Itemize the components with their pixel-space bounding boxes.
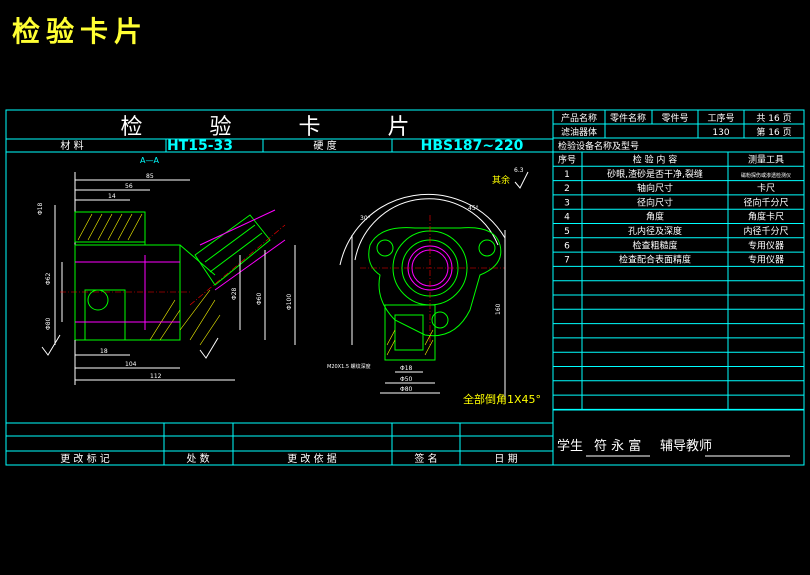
dim-top-56: 56: [125, 183, 133, 190]
dim-end-160: 160: [495, 303, 502, 315]
hardness-value: HBS187~220: [421, 138, 524, 154]
chamfer-note: 全部倒角1X45°: [463, 392, 541, 406]
table-cell: 5: [564, 227, 570, 237]
process-no-label: 工序号: [707, 112, 734, 124]
table-header-1: 检 验 内 容: [633, 154, 678, 166]
angle-45: 45°: [468, 205, 479, 212]
dim-left-phi80: Φ80: [45, 317, 52, 330]
hardness-label: 硬 度: [313, 139, 336, 152]
table-cell: 轴向尺寸: [637, 182, 673, 194]
dim-bottom-18: 18: [100, 348, 108, 355]
dim-bottom-104: 104: [125, 361, 137, 368]
table-cell: 角度: [646, 211, 664, 223]
footer-label-change: 更 改 标 记: [60, 452, 110, 465]
card-frame: [5, 109, 805, 466]
roughness-value: 6.3: [514, 167, 524, 174]
table-cell: 卡尺: [757, 182, 775, 194]
part-name-label: 零件名称: [610, 112, 646, 124]
dim-left-phi18: Φ18: [37, 202, 44, 215]
table-cell: 专用仪器: [748, 254, 784, 266]
table-header-2: 测量工具: [748, 155, 784, 166]
part-no-label: 零件号: [661, 112, 688, 124]
page-title: 检验卡片: [12, 15, 149, 48]
end-view: 其余 6.3 45° 30°: [327, 167, 541, 406]
student-label: 学生: [557, 438, 583, 454]
table-cell: 3: [564, 198, 570, 208]
footer-label-basis: 更 改 依 据: [287, 452, 337, 465]
material-label: 材 料: [60, 139, 83, 152]
advisor-label: 辅导教师: [660, 438, 712, 454]
dim-end-phi50: Φ50: [400, 376, 413, 383]
card-heading: 检 验 卡 片: [121, 115, 440, 140]
table-cell: 内径千分尺: [743, 225, 788, 237]
table-cell: 孔内径及深度: [628, 225, 682, 237]
dim-end-phi80: Φ80: [400, 386, 413, 393]
footer-label-count: 处 数: [186, 452, 209, 465]
dim-top-14: 14: [108, 193, 116, 200]
angle-30: 30°: [360, 215, 371, 222]
table-cell: 4: [564, 213, 570, 223]
table-cell: 1: [564, 170, 570, 180]
material-value: HT15-33: [167, 138, 233, 154]
remaining-label: 其余: [492, 174, 510, 186]
table-cell: 7: [564, 256, 570, 266]
table-cell: 检查配合表面精度: [619, 254, 691, 266]
table-cell: 径向尺寸: [637, 196, 673, 208]
total-pages: 共 16 页: [756, 113, 791, 124]
page-no: 第 16 页: [756, 126, 791, 138]
table-cell: 径向千分尺: [743, 196, 788, 208]
table-header-0: 序号: [558, 154, 576, 166]
dim-top-85: 85: [146, 173, 154, 180]
footer-label-date: 日 期: [494, 453, 517, 465]
table-cell: 6: [564, 241, 570, 251]
dim-end-phi18: Φ18: [400, 365, 413, 372]
section-label: A—A: [140, 156, 159, 165]
product-name-label: 产品名称: [561, 112, 597, 124]
table-cell: 专用仪器: [748, 239, 784, 251]
dim-left-phi62: Φ62: [45, 272, 52, 285]
table-cell: 检查粗糙度: [632, 239, 677, 251]
dim-right-phi28: Φ28: [231, 287, 238, 300]
thread-note: M20X1.5 螺纹深度: [327, 363, 371, 370]
dim-right-phi100: Φ100: [286, 294, 293, 310]
part-name-value: 滤油器体: [561, 126, 597, 138]
dim-bottom-112: 112: [150, 373, 162, 380]
table-cell: 磁粉探伤或渗透检测仪: [741, 172, 791, 179]
student-name: 符 永 富: [594, 438, 641, 454]
dim-right-phi60: Φ60: [256, 292, 263, 305]
table-cell: 角度卡尺: [748, 211, 784, 223]
table-cell: 砂眼,渣砂是否干净,裂缝: [607, 168, 703, 180]
inspection-table: 序号 检 验 内 容 测量工具 1 砂眼,渣砂是否干净,裂缝 磁粉探伤或渗透检测仪 2 轴向尺…: [558, 154, 791, 266]
table-cell: 2: [564, 184, 570, 194]
section-view-aa: A—A 85 56 14: [37, 156, 296, 385]
equipment-label: 检验设备名称及型号: [558, 140, 639, 152]
process-no-value: 130: [712, 128, 729, 138]
footer-label-sign: 签 名: [414, 452, 437, 465]
